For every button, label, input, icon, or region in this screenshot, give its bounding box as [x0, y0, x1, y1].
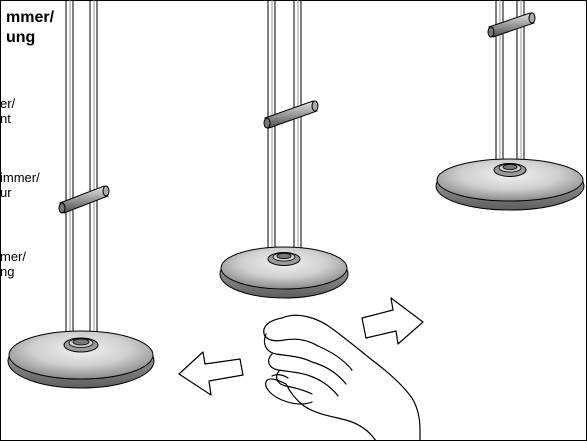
slider-sleeve-middle: [263, 100, 319, 129]
caption-3-line-1: mer/: [0, 249, 26, 264]
arrow-right-icon: [361, 297, 424, 345]
caption-1-line-1: er/: [0, 96, 16, 111]
caption-2-line-2: ur: [0, 185, 12, 200]
heading-line-2: ung: [6, 29, 36, 46]
heading-line-1: mmer/: [6, 9, 55, 26]
caption-2-line-1: immer/: [0, 170, 40, 185]
caption-2: immer/ ur: [0, 170, 70, 200]
hand-icon: [263, 314, 421, 441]
caption-1-line-2: nt: [0, 111, 11, 126]
section-heading: mmer/ ung: [6, 8, 76, 48]
lamp-right: [435, 0, 585, 211]
caption-3-line-2: ng: [0, 264, 15, 279]
caption-3: mer/ ng: [0, 249, 70, 279]
lamp-left: [7, 0, 155, 389]
caption-1: er/ nt: [0, 96, 70, 126]
lamp-middle: [219, 0, 349, 299]
slider-sleeve-left: [58, 185, 110, 214]
slider-sleeve-right: [487, 12, 536, 38]
arrow-left-icon: [178, 351, 244, 396]
